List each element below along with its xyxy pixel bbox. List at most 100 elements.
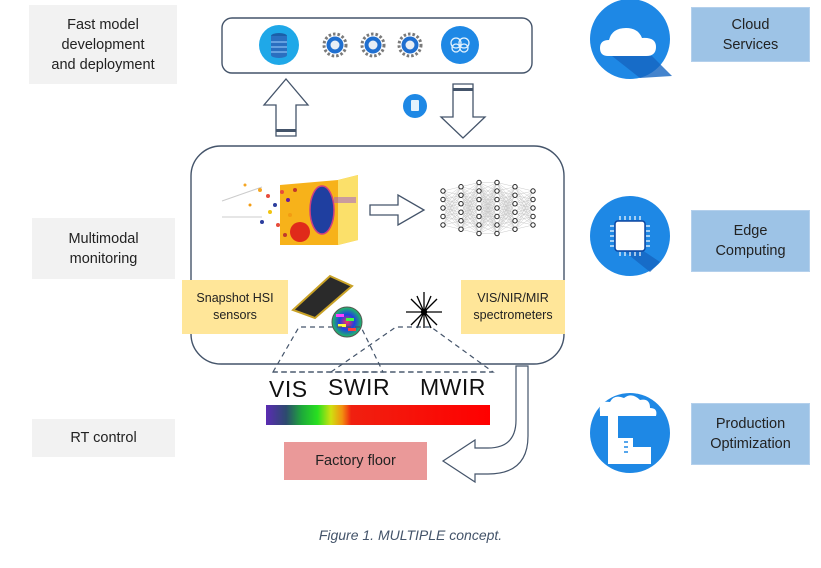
nn-connection xyxy=(442,186,462,209)
nn-node xyxy=(476,196,482,203)
nn-node xyxy=(458,201,464,207)
nn-connection xyxy=(514,207,534,230)
label-fast-model-development: Fast model development and deployment xyxy=(29,5,177,84)
band-label-mwir: MWIR xyxy=(420,374,486,400)
nn-node xyxy=(512,218,518,224)
deploy-arrow xyxy=(439,83,487,139)
nn-node xyxy=(440,188,446,194)
nn-node xyxy=(476,213,482,220)
neural-network-icon xyxy=(440,179,536,237)
nn-connection xyxy=(478,190,498,234)
nn-connection xyxy=(478,199,498,234)
nn-connection xyxy=(442,224,462,230)
spectrum-bar xyxy=(266,405,490,425)
nn-node xyxy=(476,205,482,211)
edge-computing-chip-icon xyxy=(590,196,670,276)
document-icon xyxy=(403,94,427,118)
nn-node xyxy=(530,222,536,228)
nn-connection xyxy=(514,190,534,213)
nn-connection xyxy=(496,182,516,187)
hsi-sensor-chip-image xyxy=(291,274,363,338)
label-edge-computing-text: Edge Computing xyxy=(715,223,786,259)
factory-icon xyxy=(590,393,670,473)
nn-node xyxy=(494,188,500,194)
nn-connection xyxy=(478,182,498,209)
nn-node xyxy=(530,213,536,220)
nn-connection xyxy=(496,186,516,200)
nn-node xyxy=(494,179,500,186)
nn-connection xyxy=(514,186,534,192)
nn-node xyxy=(440,222,446,228)
nn-connection xyxy=(514,190,534,196)
brain-icon xyxy=(441,26,479,64)
nn-node xyxy=(476,222,482,228)
nn-connection xyxy=(442,195,462,226)
label-spectrometers-text: VIS/NIR/MIR spectrometers xyxy=(473,291,553,322)
nn-connection xyxy=(460,224,480,230)
nn-connection xyxy=(496,186,516,217)
nn-node xyxy=(512,184,518,190)
nn-connection xyxy=(514,190,534,204)
nn-node xyxy=(458,226,464,232)
gear-icon xyxy=(322,32,348,58)
label-factory-floor-text: Factory floor xyxy=(315,453,396,469)
feedback-arrow xyxy=(441,365,529,484)
nn-connection xyxy=(478,207,498,234)
nn-connection xyxy=(442,186,462,226)
nn-connection xyxy=(496,186,516,209)
nn-node xyxy=(512,209,518,215)
nn-node xyxy=(530,196,536,203)
nn-connection xyxy=(442,203,462,226)
upload-arrow xyxy=(262,77,310,137)
nn-connection xyxy=(478,182,498,234)
hyperspectral-cube-image xyxy=(221,175,358,245)
nn-connection xyxy=(514,224,534,230)
nn-node xyxy=(530,205,536,211)
nn-node xyxy=(494,213,500,220)
nn-node xyxy=(512,201,518,207)
label-production-optimization: Production Optimization xyxy=(691,403,810,465)
label-spectrometers: VIS/NIR/MIR spectrometers xyxy=(461,280,565,334)
figure-caption: Figure 1. MULTIPLE concept. xyxy=(318,527,503,543)
nn-connection xyxy=(478,216,498,234)
nn-node xyxy=(494,196,500,203)
nn-connection xyxy=(478,182,498,226)
label-production-optimization-text: Production Optimization xyxy=(710,416,791,452)
band-label-swir: SWIR xyxy=(328,374,391,400)
nn-connection xyxy=(496,220,516,234)
nn-connection xyxy=(514,190,534,230)
nn-node xyxy=(458,209,464,215)
nn-node xyxy=(440,205,446,211)
label-fast-model-text: Fast model development and deployment xyxy=(51,16,155,73)
nn-node xyxy=(494,230,500,237)
nn-connection xyxy=(460,229,480,234)
band-label-vis: VIS xyxy=(269,376,308,402)
nn-node xyxy=(440,213,446,220)
nn-connection xyxy=(496,229,516,234)
label-snapshot-hsi-sensors: Snapshot HSI sensors xyxy=(182,280,288,334)
label-multimodal-text: Multimodal monitoring xyxy=(68,230,139,267)
nn-connection xyxy=(442,212,462,226)
nn-node xyxy=(458,192,464,198)
nn-connection xyxy=(460,182,480,213)
nn-connection xyxy=(460,199,480,230)
nn-connection xyxy=(460,216,480,230)
nn-connection xyxy=(460,182,480,204)
nn-node xyxy=(530,188,536,194)
nn-connection xyxy=(496,212,516,234)
gear-icon xyxy=(397,32,423,58)
nn-connection xyxy=(442,186,462,192)
gear-icon xyxy=(360,32,386,58)
nn-connection xyxy=(478,182,498,200)
nn-node xyxy=(458,184,464,190)
nn-connection xyxy=(514,190,534,221)
label-rt-control-text: RT control xyxy=(70,430,137,446)
process-arrow xyxy=(369,193,426,227)
nn-connection xyxy=(460,207,480,230)
nn-connection xyxy=(460,190,480,230)
nn-connection xyxy=(514,216,534,230)
label-snapshot-hsi-text: Snapshot HSI sensors xyxy=(196,291,274,322)
nn-connection xyxy=(496,195,516,234)
nn-node xyxy=(476,188,482,194)
